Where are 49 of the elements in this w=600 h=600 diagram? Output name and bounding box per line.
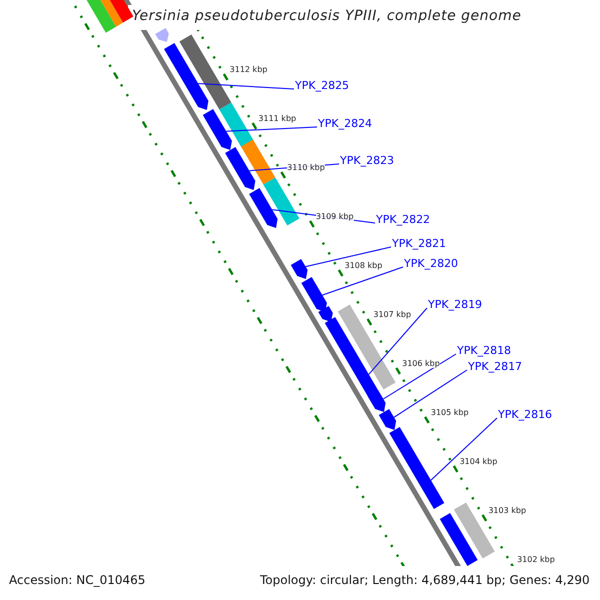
gene-label: YPK_2825 xyxy=(295,79,350,92)
leader-line xyxy=(305,246,392,268)
genome-info-text: Topology: circular; Length: 4,689,441 bp; Genes: 4,290 xyxy=(260,573,590,587)
gene-block xyxy=(368,390,386,412)
gene-block xyxy=(290,259,308,279)
scale-label: 3103 kbp xyxy=(488,506,526,515)
title: Yersinia pseudotuberculosis YPIII, complete genome xyxy=(131,8,522,24)
scale-label: 3108 kbp xyxy=(344,260,382,270)
scale-label: 3106 kbp xyxy=(402,358,440,368)
gene-block xyxy=(440,513,478,566)
gene-label: YPK_2819 xyxy=(428,298,482,311)
gene-block xyxy=(389,427,444,509)
leader-line xyxy=(394,370,468,418)
gene-block xyxy=(164,43,208,110)
feature-bar xyxy=(263,178,300,226)
scale-label: 3110 kbp xyxy=(287,162,325,172)
leader-line xyxy=(226,126,318,132)
gene-block xyxy=(318,306,333,322)
scale-label: 3104 kbp xyxy=(460,456,498,466)
feature-bar xyxy=(179,34,232,110)
gene-label: YPK_2820 xyxy=(404,257,458,270)
gene-block xyxy=(202,109,232,150)
accession-text: Accession: NC_010465 xyxy=(9,573,146,587)
scale-label: 3111 kbp xyxy=(258,114,296,123)
scale-label: 3102 kbp xyxy=(517,554,555,564)
scale-label: 3105 kbp xyxy=(430,408,469,417)
gene-label: YPK_2822 xyxy=(376,213,430,226)
leader-line xyxy=(382,354,456,400)
leader-line xyxy=(368,308,428,375)
gene-block xyxy=(378,409,396,430)
gene-label: YPK_2817 xyxy=(468,360,522,373)
gene-block xyxy=(225,147,256,190)
gene-block xyxy=(155,28,169,42)
leader-line xyxy=(322,266,404,296)
gene-label: YPK_2818 xyxy=(457,344,512,357)
gene-label: YPK_2824 xyxy=(318,117,372,130)
gene-label: YPK_2823 xyxy=(340,154,394,167)
leader-line xyxy=(430,418,498,481)
feature-bar xyxy=(219,102,254,148)
gene-label: YPK_2816 xyxy=(498,408,552,421)
scale-label: 3112 kbp xyxy=(230,65,268,74)
gene-block xyxy=(249,188,278,228)
feature-bar xyxy=(338,304,396,390)
gene-label: YPK_2821 xyxy=(392,237,446,250)
gene-block xyxy=(301,277,327,312)
feature-bar xyxy=(241,140,276,184)
leader-line xyxy=(198,83,294,90)
scale-label: 3109 kbp xyxy=(316,212,354,221)
scale-label: 3107 kbp xyxy=(373,310,412,319)
